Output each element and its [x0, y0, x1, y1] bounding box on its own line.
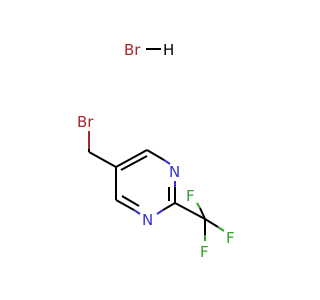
ch2-ring-bond — [88, 151, 117, 168]
salt-h-label: H — [163, 41, 174, 59]
ring-bond-n3-c4-c — [115, 199, 135, 211]
ring-bond-c2-n3-n — [156, 209, 164, 215]
ring-bond-c2-n3-c — [162, 202, 176, 211]
cf3-f-right-bond-f — [217, 226, 225, 232]
cf3-f-right-bond-c — [204, 218, 219, 228]
f-right-label: F — [226, 229, 235, 247]
ring-bond-c6-n1-c — [146, 149, 165, 161]
ring-bond-c5-c6 — [115, 149, 148, 168]
ring-bond-n3-c4-inner — [121, 195, 140, 207]
ring-bond-c5-c6-inner — [120, 155, 148, 171]
bromomethyl-br-label: Br — [77, 113, 94, 131]
structure-canvas: Br H Br N N F F F — [77, 41, 235, 261]
ring-bond-c6-n1-n — [163, 159, 171, 165]
f-top-label: F — [186, 187, 195, 205]
cf3-f-top-bond-f — [196, 202, 201, 209]
c2-cf3-bond — [174, 202, 206, 220]
ring-bond-n3-c4-n — [133, 209, 141, 215]
cf3-f-top-bond-c — [199, 207, 206, 220]
f-bottom-label: F — [200, 243, 209, 261]
molecule-diagram: Br H Br N N F F F — [77, 41, 235, 261]
salt-br-label: Br — [124, 41, 141, 59]
ring-n-bottom-label: N — [142, 211, 153, 229]
ring-n-top-label: N — [169, 163, 180, 181]
